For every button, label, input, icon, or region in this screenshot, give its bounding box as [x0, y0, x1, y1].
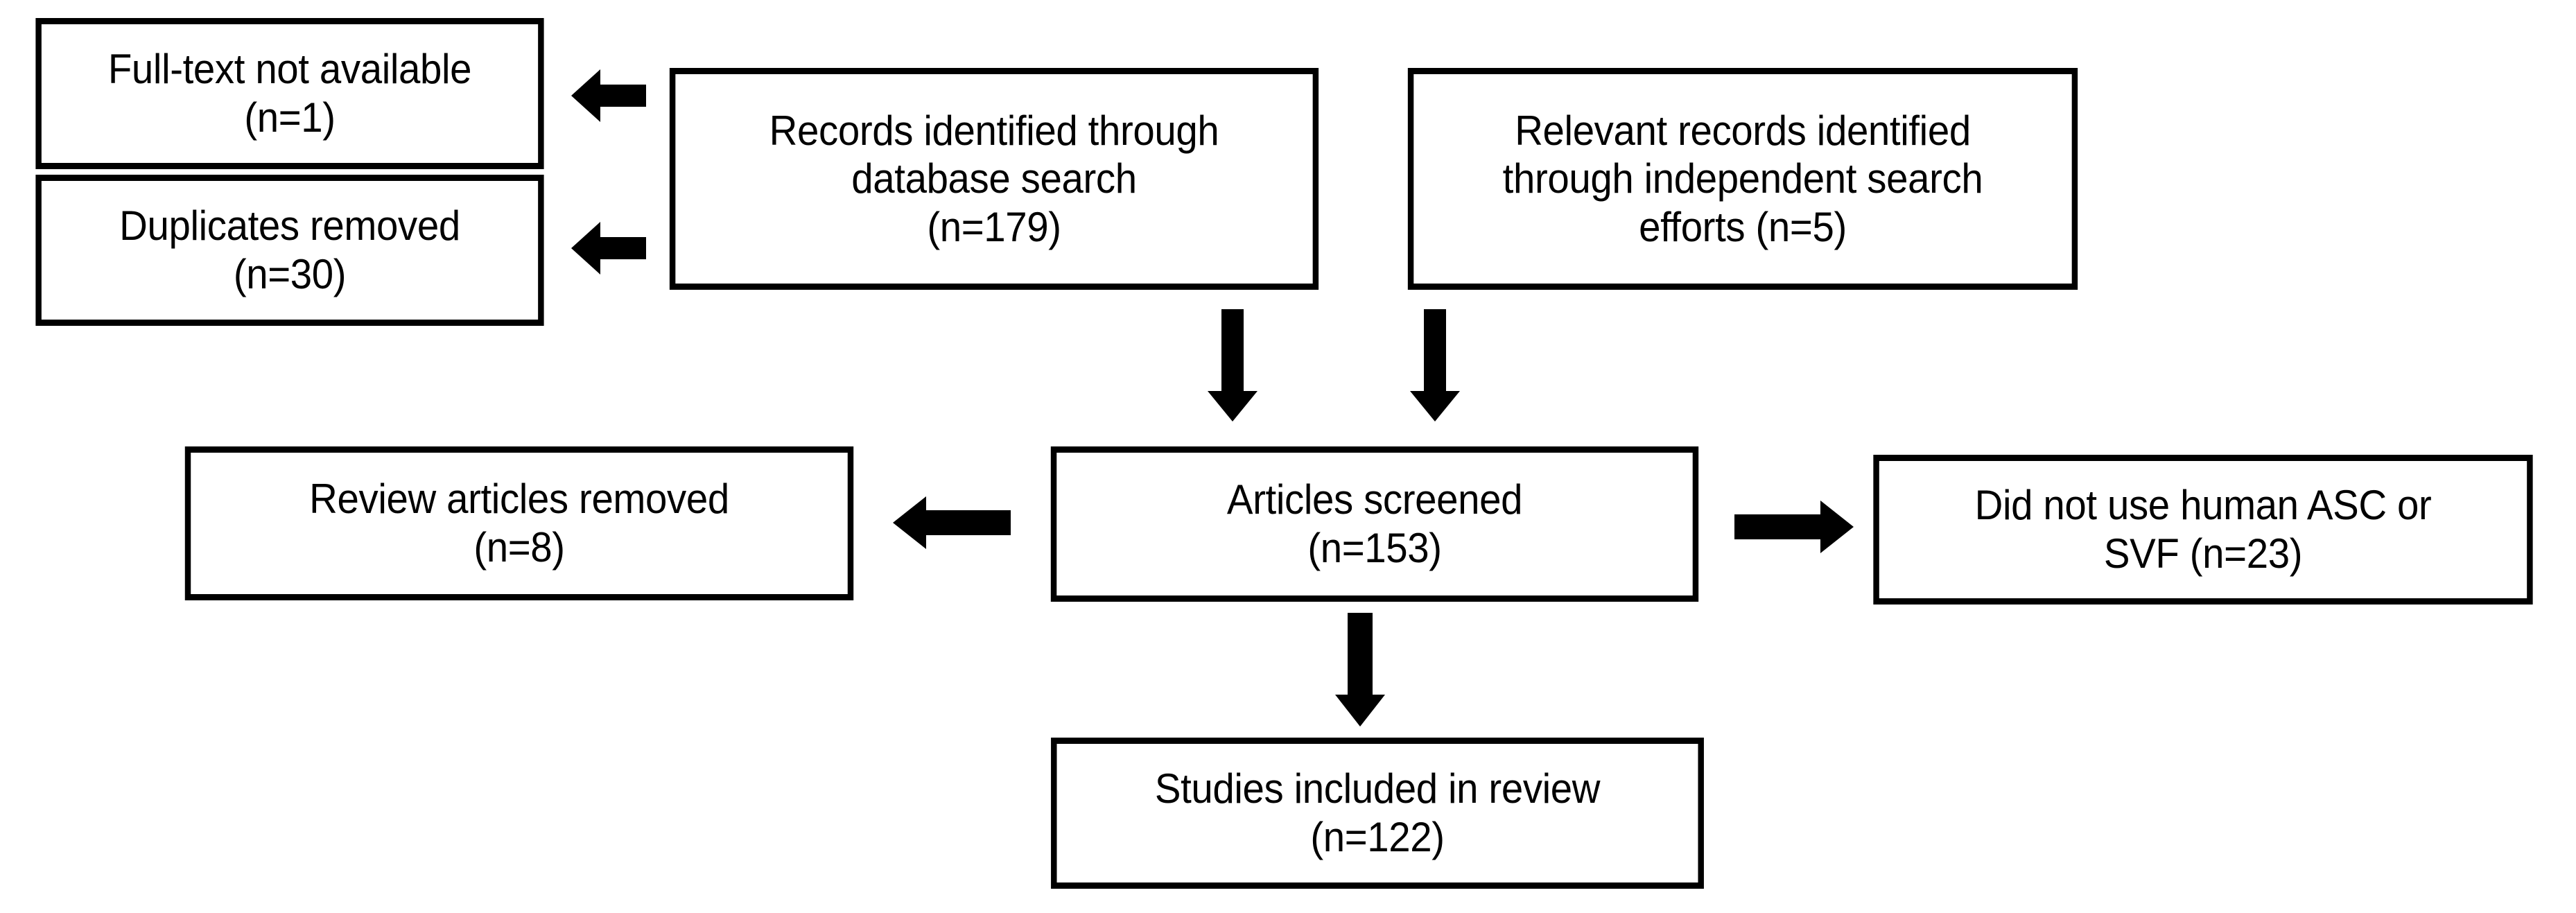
arrow-left-icon-records-to-full-text [571, 68, 646, 123]
arrow-right-icon-screened-to-not-use-human [1734, 499, 1854, 555]
node-relevant-records-independent-label: Relevant records identified through inde… [1502, 107, 1983, 250]
node-articles-screened-label: Articles screened (n=153) [1226, 476, 1523, 571]
node-full-text-not-available-label: Full-text not available (n=1) [107, 46, 472, 141]
arrow-left-icon-screened-to-review-removed [893, 495, 1011, 550]
arrow-down-icon-relevant-to-screened [1407, 309, 1463, 421]
arrow-left-icon-records-to-duplicates [571, 220, 646, 276]
arrow-down-icon-screened-to-included [1332, 613, 1388, 727]
node-articles-screened: Articles screened (n=153) [1050, 446, 1699, 602]
node-full-text-not-available: Full-text not available (n=1) [35, 18, 544, 169]
node-studies-included-in-review-label: Studies included in review (n=122) [1154, 765, 1601, 860]
node-relevant-records-independent: Relevant records identified through inde… [1407, 68, 2078, 290]
node-records-identified-database-label: Records identified through database sear… [769, 107, 1219, 250]
node-did-not-use-human-asc-svf-label: Did not use human ASC or SVF (n=23) [1974, 482, 2432, 577]
node-did-not-use-human-asc-svf: Did not use human ASC or SVF (n=23) [1873, 455, 2533, 605]
node-records-identified-database: Records identified through database sear… [669, 68, 1319, 290]
arrow-down-icon-records-to-screened [1205, 309, 1260, 421]
node-duplicates-removed: Duplicates removed (n=30) [35, 175, 544, 326]
node-duplicates-removed-label: Duplicates removed (n=30) [119, 202, 460, 297]
node-studies-included-in-review: Studies included in review (n=122) [1051, 738, 1704, 889]
node-review-articles-removed-label: Review articles removed (n=8) [309, 476, 729, 571]
node-review-articles-removed: Review articles removed (n=8) [184, 446, 854, 600]
